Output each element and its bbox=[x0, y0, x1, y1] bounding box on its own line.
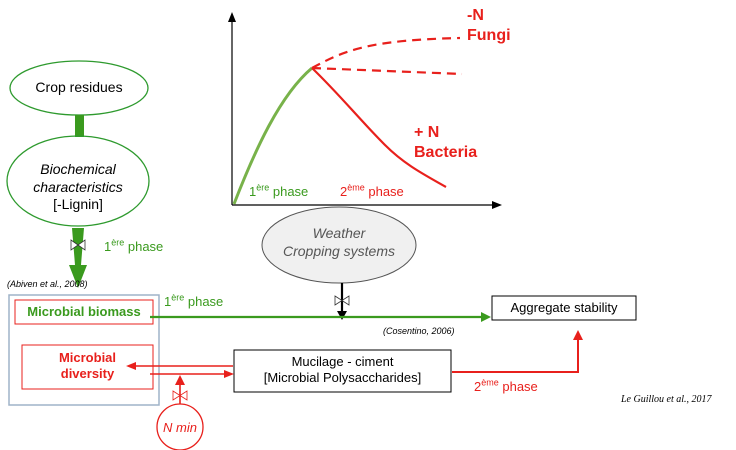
cosentino-citation: (Cosentino, 2006) bbox=[383, 326, 455, 336]
phase2-label-graph: 2ème phase bbox=[340, 182, 404, 199]
graph-axes bbox=[228, 12, 502, 209]
mucilage-label: Mucilage - ciment [Microbial Polysacchar… bbox=[234, 354, 451, 387]
mucilage-line-2: [Microbial Polysaccharides] bbox=[263, 370, 422, 386]
fungi-label: Fungi bbox=[467, 27, 511, 44]
aggregate-stability-box bbox=[491, 295, 637, 321]
bacteria-label: Bacteria bbox=[414, 144, 478, 161]
phase1-label-graph: 1ère phase bbox=[249, 182, 309, 199]
biochemical-line-3: [-Lignin] bbox=[53, 196, 103, 212]
biochemical-ellipse bbox=[6, 135, 150, 227]
phase1-curve bbox=[232, 66, 313, 205]
weather-line-1: Weather bbox=[312, 225, 366, 241]
fungi-curve-upper bbox=[311, 36, 461, 69]
microbial-diversity-line-1: Microbial bbox=[58, 350, 117, 365]
weather-line-2: Cropping systems bbox=[282, 242, 396, 259]
le-guillou-citation: Le Guillou et al., 2017 bbox=[621, 394, 712, 405]
phase2-label-bottom: 2ème phase bbox=[474, 377, 538, 394]
aggregate-stability-label: Aggregate stability bbox=[510, 300, 618, 315]
valve-icon bbox=[70, 239, 86, 251]
valve-icon bbox=[172, 390, 188, 401]
phase1-label-left: 1ère phase bbox=[104, 237, 164, 254]
microbial-diversity-line-2: diversity bbox=[60, 366, 115, 382]
minus-n-label: -N bbox=[467, 7, 484, 24]
mucilage-to-aggregate-arrow bbox=[452, 338, 579, 373]
microbial-diversity-label: Microbial diversity bbox=[22, 350, 153, 383]
weather-label: Weather Cropping systems bbox=[262, 225, 416, 260]
mucilage-box bbox=[233, 349, 452, 393]
fungi-curve-lower bbox=[311, 66, 463, 76]
abiven-citation: (Abiven et al., 2008) bbox=[7, 279, 88, 289]
bacteria-curve bbox=[311, 67, 447, 188]
microbial-biomass-label: Microbial biomass bbox=[27, 304, 141, 319]
biochemical-line-2: characteristics bbox=[33, 178, 123, 195]
microbial-biomass-box bbox=[14, 299, 154, 325]
phase1-label-arrow: 1ère phase bbox=[164, 292, 224, 309]
weather-ellipse bbox=[261, 206, 417, 284]
biochemical-line-1: Biochemical bbox=[40, 161, 116, 177]
biochemical-label: Biochemical characteristics [-Lignin] bbox=[8, 161, 148, 214]
plus-n-label: + N bbox=[414, 124, 440, 141]
crop-to-biochem-connector bbox=[75, 115, 84, 137]
crop-residues-label: Crop residues bbox=[35, 79, 123, 95]
microbial-frame bbox=[8, 294, 160, 406]
mucilage-line-1: Mucilage - ciment bbox=[291, 354, 394, 369]
valve-icon bbox=[334, 295, 350, 306]
n-min-label: N min bbox=[163, 420, 197, 435]
